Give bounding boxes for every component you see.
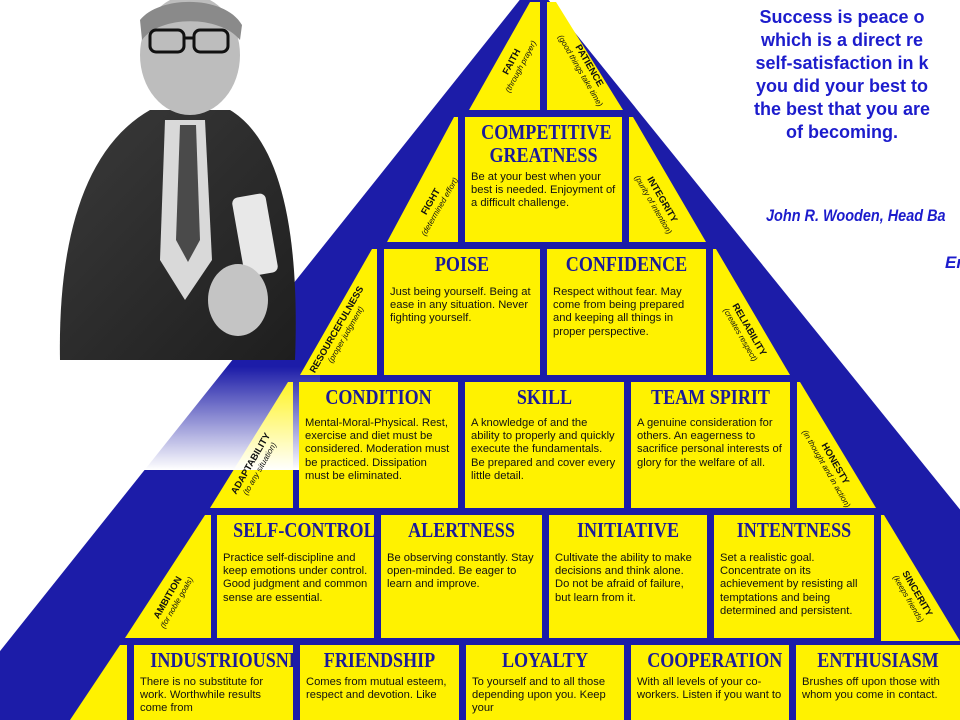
block-self-control: SELF-CONTROL Practice self-discipline an… <box>217 515 374 638</box>
block-initiative: INITIATIVE Cultivate the ability to make… <box>549 515 707 638</box>
block-description: A knowledge of and the ability to proper… <box>471 417 616 482</box>
block-skill: SKILL A knowledge of and the ability to … <box>465 382 624 508</box>
block-description: Just being yourself. Being at ease in an… <box>390 286 531 325</box>
integrity-cell <box>629 117 706 242</box>
block-enthusiasm: ENTHUSIASM Brushes off upon those with w… <box>796 645 960 720</box>
block-title: ALERTNESS <box>408 518 515 542</box>
block-cooperation: COOPERATION With all levels of your co-w… <box>631 645 789 720</box>
block-title: INITIATIVE <box>576 518 680 542</box>
quote-author: John R. Wooden, Head Ba <box>766 206 946 225</box>
block-confidence: CONFIDENCE Respect without fear. May com… <box>547 249 706 375</box>
block-intentness: INTENTNESS Set a realistic goal. Concent… <box>714 515 874 638</box>
block-condition: CONDITION Mental-Moral-Physical. Rest, e… <box>299 382 458 508</box>
block-title: POISE <box>434 252 490 276</box>
sincerity-cell <box>881 515 960 641</box>
block-description: Respect without fear. May come from bein… <box>553 286 685 338</box>
bottom-left-cell <box>70 645 127 720</box>
quote-line: which is a direct re <box>760 30 924 50</box>
block-industriousness: INDUSTRIOUSNESS There is no substitute f… <box>134 645 293 720</box>
quote-line: Success is peace o <box>759 7 925 27</box>
quote-line: self-satisfaction in k <box>755 53 929 73</box>
block-title: INDUSTRIOUSNESS <box>150 648 293 672</box>
block-loyalty: LOYALTY To yourself and to all those dep… <box>466 645 624 720</box>
honesty-cell <box>797 382 876 508</box>
patience-cell <box>547 2 623 110</box>
block-title: GREATNESS <box>489 143 598 167</box>
quote-text: Success is peace o which is a direct re … <box>724 6 960 144</box>
quote-author-line2: En <box>945 253 960 272</box>
block-title: INTENTNESS <box>736 518 852 542</box>
ambition-cell <box>125 515 211 638</box>
block-title: ENTHUSIASM <box>817 648 939 672</box>
block-description: With all levels of your co-workers. List… <box>637 676 782 702</box>
block-title: COOPERATION <box>647 648 783 672</box>
quote-line: you did your best to <box>755 76 928 96</box>
block-description: Practice self-discipline and keep emotio… <box>223 552 368 604</box>
block-title: CONDITION <box>325 385 432 409</box>
block-friendship: FRIENDSHIP Comes from mutual esteem, res… <box>300 645 459 720</box>
block-description: Brushes off upon those with whom you com… <box>802 676 940 702</box>
fight-cell <box>387 117 458 242</box>
quote-line: of becoming. <box>786 122 898 142</box>
block-title: FRIENDSHIP <box>323 648 436 672</box>
block-description: Cultivate the ability to make decisions … <box>555 552 692 604</box>
block-competitive-greatness: COMPETITIVE GREATNESS Be at your best wh… <box>465 117 622 242</box>
block-team-spirit: TEAM SPIRIT A genuine consideration for … <box>631 382 790 508</box>
faith-cell <box>469 2 540 110</box>
block-description: To yourself and to all those depending u… <box>472 676 606 715</box>
block-description: Be at your best when your best is needed… <box>471 171 616 210</box>
block-title: CONFIDENCE <box>565 252 688 276</box>
block-title: LOYALTY <box>502 648 588 672</box>
block-description: A genuine consideration for others. An e… <box>637 417 782 469</box>
block-alertness: ALERTNESS Be observing constantly. Stay … <box>381 515 542 638</box>
block-description: Mental-Moral-Physical. Rest, exercise an… <box>305 417 450 482</box>
block-title: COMPETITIVE <box>481 120 612 144</box>
block-poise: POISE Just being yourself. Being at ease… <box>384 249 540 375</box>
block-description: There is no substitute for work. Worthwh… <box>140 676 264 715</box>
block-description: Set a realistic goal. Concentrate on its… <box>720 552 858 617</box>
block-title: TEAM SPIRIT <box>651 385 770 409</box>
block-title: SELF-CONTROL <box>233 518 374 542</box>
quote-line: the best that you are <box>753 99 931 119</box>
reliability-cell <box>713 249 790 375</box>
block-title: SKILL <box>516 385 573 409</box>
block-description: Comes from mutual esteem, respect and de… <box>306 676 447 702</box>
portrait-image <box>0 0 320 470</box>
block-description: Be observing constantly. Stay open-minde… <box>387 552 534 591</box>
